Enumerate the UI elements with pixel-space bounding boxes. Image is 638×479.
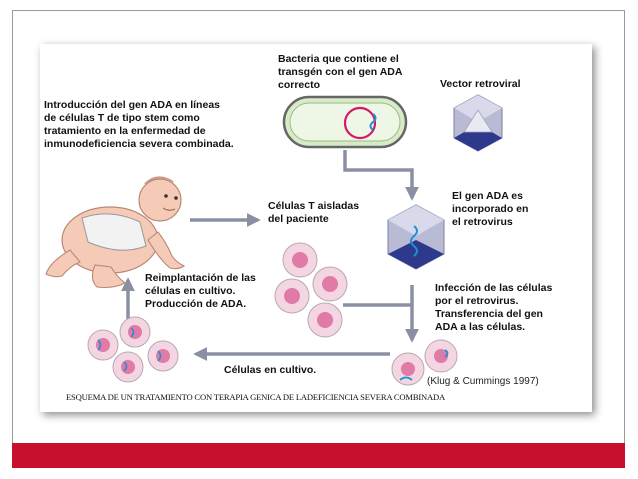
cell-icon [307, 302, 343, 338]
culture-label: Células en cultivo. [224, 364, 317, 376]
figure-caption: ESQUEMA DE UN TRATAMIENTO CON TERAPIA GE… [66, 392, 446, 402]
accent-bar [12, 443, 625, 468]
retrovirus-icon [453, 94, 503, 152]
cell-icon [147, 340, 179, 372]
infected-cells [391, 339, 458, 386]
citation: (Klug & Cummings 1997) [427, 376, 539, 387]
cell-icon [312, 266, 348, 302]
intro-label: Introducción del gen ADA en líneas de cé… [44, 99, 234, 150]
flow-arrows [121, 150, 419, 361]
cell-icon [424, 339, 458, 373]
vector-label: Vector retroviral [440, 78, 521, 90]
bacteria-label: Bacteria que contiene el transgén con el… [278, 53, 403, 91]
cell-icon [119, 316, 151, 348]
t-cells-label: Células T aisladas del paciente [268, 200, 360, 225]
cell-icon [282, 242, 318, 278]
baby-icon [45, 176, 186, 289]
infection-label: Infección de las células por el retrovir… [435, 282, 553, 333]
retrovirus-ada-icon [387, 204, 445, 270]
bacteria-icon [282, 95, 408, 149]
incorporated-label: El gen ADA es incorporado en el retrovir… [452, 190, 529, 228]
cell-icon [274, 278, 310, 314]
cultured-cells [87, 316, 179, 383]
patient-t-cells [274, 242, 348, 338]
cell-icon [87, 329, 119, 361]
reimplant-label: Reimplantación de las células en cultivo… [145, 272, 256, 310]
arrow-bacteria-to-virus [343, 150, 419, 201]
cell-icon [112, 351, 144, 383]
cell-icon [391, 352, 425, 386]
